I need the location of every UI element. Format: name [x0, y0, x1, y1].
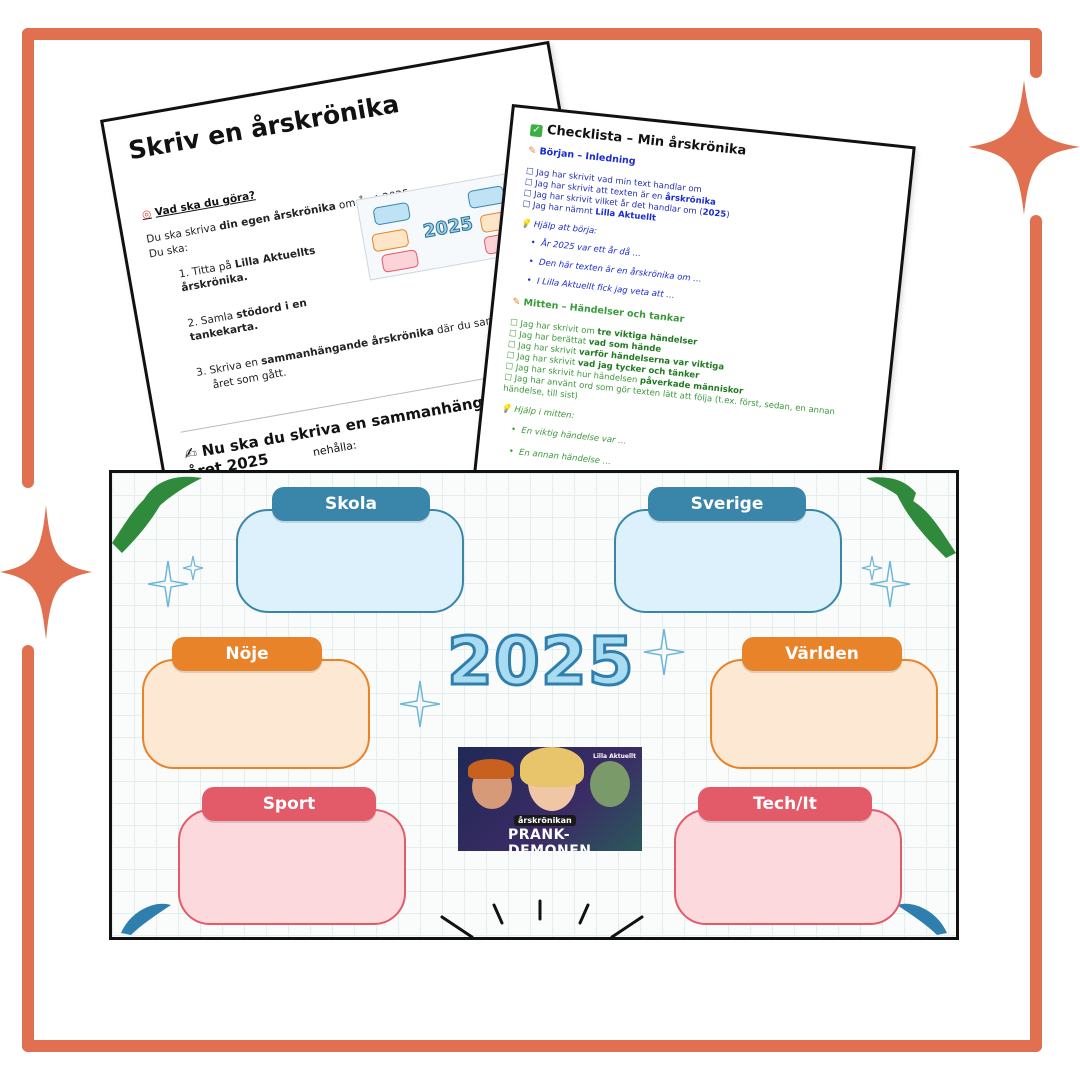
box-tech[interactable]: [674, 809, 902, 925]
video-title: PRANK-DEMONEN: [508, 827, 592, 851]
tab-tech: Tech/It: [698, 787, 872, 821]
doc2-help1-item: • År 2025 var ett år då …: [530, 237, 642, 260]
ribbon-decoration-icon: [897, 903, 947, 935]
doc2-help2: 💡 Hjälp i mitten:: [500, 403, 575, 422]
doc1-title: Skriv en årskrönika: [126, 89, 402, 166]
sparkle-left-icon: [0, 505, 92, 640]
box-sport[interactable]: [178, 809, 406, 925]
doc2-sec1: ✎ Början – Inledning: [527, 144, 637, 168]
sparkle-cluster-icon: [643, 628, 685, 676]
video-badge: Lilla Aktuellt: [593, 753, 636, 760]
checkbox-checked-icon: ✓: [529, 124, 543, 138]
pencil-icon: ✎: [527, 144, 537, 157]
box-varlden[interactable]: [710, 659, 938, 769]
pencil-icon: ✍: [182, 443, 199, 464]
tab-sverige: Sverige: [648, 487, 806, 521]
target-icon: ◎: [141, 207, 153, 222]
sunburst-decoration-icon: [440, 899, 644, 937]
frame-right-upper: [1030, 28, 1042, 78]
pencil-icon: ✎: [511, 296, 521, 308]
doc1-heading-text: Vad ska du göra?: [154, 189, 257, 219]
sparkle-cluster-icon: [148, 555, 204, 608]
video-thumbnail[interactable]: Lilla Aktuellt årskrönikan PRANK-DEMONEN: [458, 747, 642, 851]
leaf-decoration-icon: [112, 476, 202, 553]
frame-left-lower: [22, 645, 34, 1052]
mind-map-worksheet: 2025 Skola Sverige Nöje Världen Sport Te…: [109, 470, 959, 940]
leaf-decoration-icon: [866, 477, 956, 558]
doc2-help1: 💡 Hjälp att börja:: [520, 218, 598, 237]
doc1-step-1: 1. Titta på Lilla Aktuellts årskrönika.: [178, 244, 317, 295]
lightbulb-icon: 💡: [520, 218, 532, 230]
tab-noje: Nöje: [172, 637, 322, 671]
doc1-step-2: 2. Samla stödord i en tankekarta.: [186, 296, 308, 344]
frame-left-upper: [22, 28, 34, 488]
video-label: årskrönikan: [514, 815, 576, 826]
frame-right-lower: [1030, 215, 1042, 1052]
doc2-help2-item: • En viktig händelse var …: [510, 424, 628, 447]
tab-skola: Skola: [272, 487, 430, 521]
ribbon-decoration-icon: [121, 903, 171, 935]
sparkle-cluster-icon: [861, 555, 911, 608]
doc1-thumb-year: 2025: [421, 213, 475, 243]
tab-sport: Sport: [202, 787, 376, 821]
lightbulb-icon: 💡: [500, 403, 513, 415]
sparkle-cluster-icon: [400, 680, 441, 728]
frame-bottom: [22, 1040, 1042, 1052]
doc2-help2-item: • En annan händelse …: [508, 446, 612, 468]
box-noje[interactable]: [142, 659, 370, 769]
box-skola[interactable]: [236, 509, 464, 613]
tab-varlden: Världen: [742, 637, 902, 671]
year-heading: 2025: [446, 622, 636, 702]
frame-top: [22, 28, 1042, 40]
sparkle-right-icon: [968, 80, 1080, 215]
box-sverige[interactable]: [614, 509, 842, 613]
